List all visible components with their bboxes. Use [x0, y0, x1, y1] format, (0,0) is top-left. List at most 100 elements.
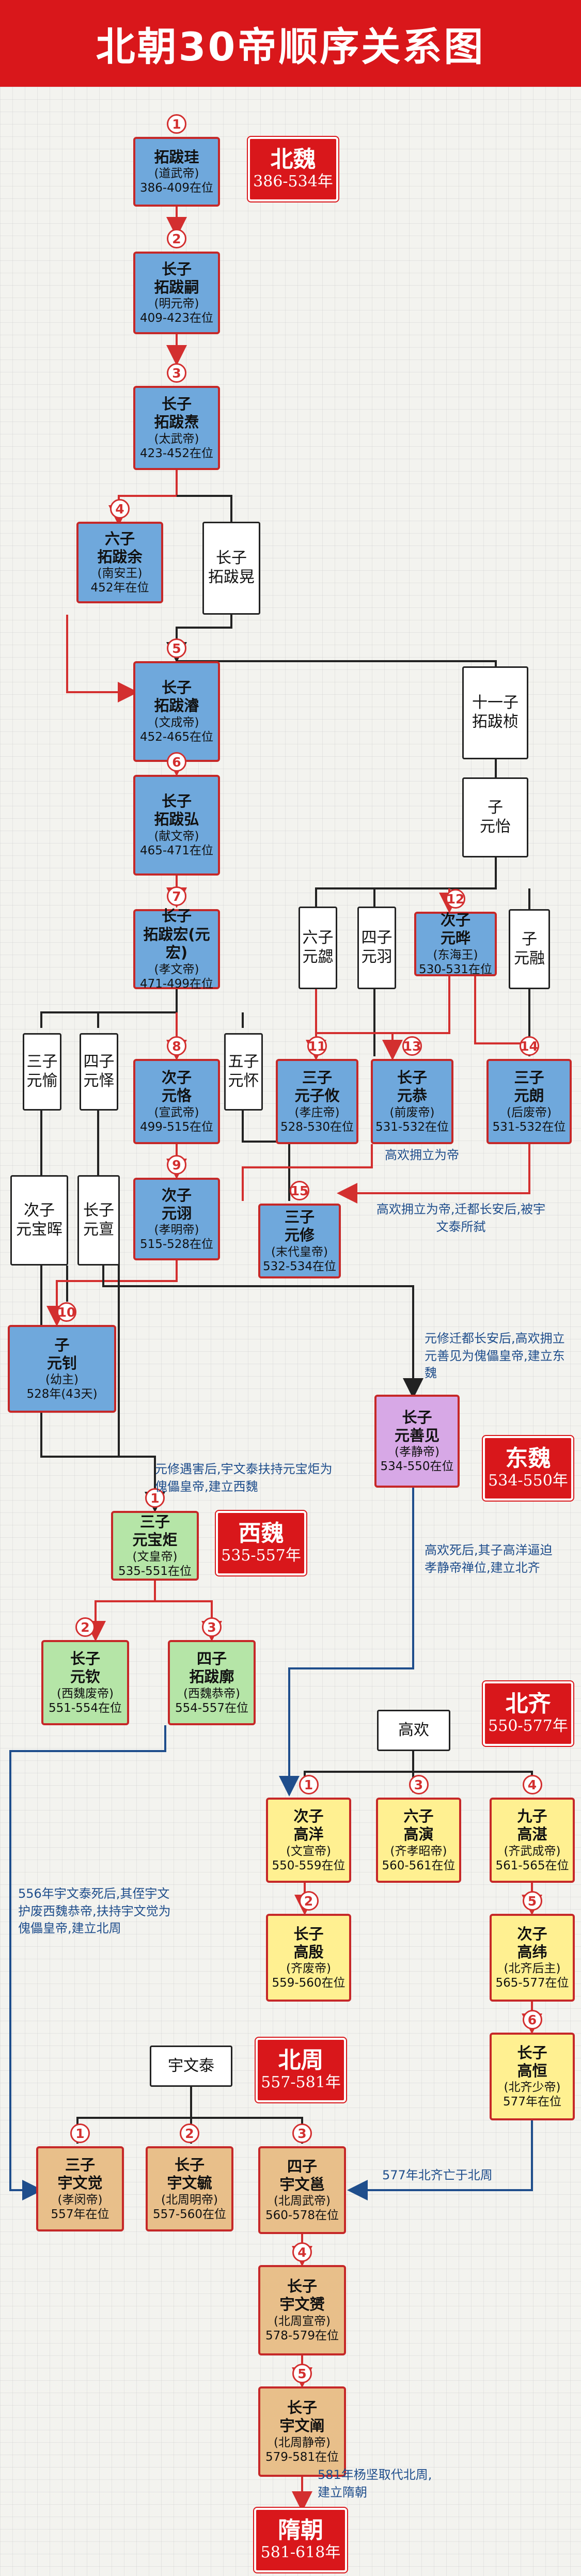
node-text-l4: 557年在位 — [51, 2207, 109, 2221]
node-text-l2: 元晔 — [440, 929, 470, 947]
node-text-l4: 452-465在位 — [139, 730, 214, 744]
emperor-node-gaohuan: 高欢 — [377, 1710, 450, 1751]
emperor-node-yuanhuai: 五子元怀 — [224, 1033, 263, 1111]
node-text-l3: (北周明帝) — [161, 2193, 218, 2207]
emperor-node-gaoyang: 次子高洋(文宣帝)550-559在位 — [266, 1798, 351, 1883]
node-text-l1: 长子 — [174, 2156, 205, 2174]
node-text-l3: (齐孝昭帝) — [390, 1844, 447, 1858]
node-text-l2: 元愉 — [26, 1072, 58, 1090]
node-text-l1: 子 — [522, 930, 537, 948]
node-text-l4: 471-499在位 — [139, 977, 214, 991]
node-text-l1: 四子 — [287, 2157, 317, 2175]
emperor-node-yuwenjue: 三子宇文觉(孝闵帝)557年在位 — [36, 2146, 124, 2231]
emperor-node-yuanbaoju: 三子元宝炬(文皇帝)535-551在位 — [111, 1511, 199, 1581]
node-text-l2: 元怿 — [83, 1072, 115, 1090]
node-text-l1: 长子 — [293, 1925, 324, 1943]
node-text-l3: (明元帝) — [154, 297, 199, 311]
node-text-l3: (孝静帝) — [395, 1445, 439, 1459]
node-text-l4: 452年在位 — [90, 581, 149, 595]
node-text-l4: 560-578在位 — [265, 2209, 339, 2223]
node-text-l4: 515-528在位 — [139, 1238, 214, 1252]
emperor-node-yuanke: 次子元恪(宣武帝)499-515在位 — [133, 1059, 220, 1144]
node-text-l1: 九子 — [517, 1807, 547, 1825]
node-text-l3: (齐废帝) — [286, 1962, 331, 1976]
node-text-l4: 531-532在位 — [492, 1120, 566, 1134]
node-text-l2: 高殷 — [293, 1943, 324, 1961]
node-text-l1: 四子 — [83, 1053, 115, 1071]
node-text-l4: 409-423在位 — [139, 311, 214, 325]
emperor-node-yuanxie: 六子元勰 — [299, 907, 337, 989]
note-gaohuan-yonglibuwei: 高欢拥立为帝 — [385, 1148, 459, 1162]
node-text-l2: 宇文毓 — [167, 2174, 212, 2192]
node-text-l1: 四子 — [361, 929, 392, 947]
node-text-l1: 高欢 — [398, 1721, 429, 1739]
order-number-badge: 4 — [292, 2242, 312, 2262]
emperor-node-tuobatao: 长子拓跋焘(太武帝)423-452在位 — [133, 386, 220, 470]
node-text-l2: 拓跋宏(元宏) — [143, 925, 210, 962]
node-text-l1: 宇文泰 — [168, 2056, 214, 2075]
node-text-l3: (幼主) — [45, 1373, 78, 1387]
emperor-node-tuobakuo: 四子拓跋廓(西魏恭帝)554-557在位 — [168, 1640, 256, 1725]
node-text-l3: (南安王) — [97, 567, 143, 581]
emperor-node-yuwenyong: 四子宇文邕(北周武帝)560-578在位 — [258, 2146, 346, 2234]
note-found-xiwei: 元修遇害后,宇文泰扶持元宝炬为傀儡皇帝,建立西魏 — [155, 1462, 333, 1494]
node-text-l1: 长子 — [517, 2043, 547, 2062]
emperor-node-yuwenyun: 长子宇文赟(北周宣帝)578-579在位 — [258, 2265, 346, 2355]
order-number-badge: 12 — [446, 889, 465, 909]
node-text-l2: 元恭 — [397, 1087, 427, 1105]
node-text-l3: (孝明帝) — [154, 1223, 199, 1237]
node-text-l3: (末代皇帝) — [271, 1245, 328, 1259]
node-text-l2: 宇文赟 — [279, 2296, 325, 2314]
emperor-node-gaozhan: 九子高湛(齐武成帝)561-565在位 — [490, 1798, 575, 1883]
node-text-l4: 532-534在位 — [262, 1259, 337, 1273]
node-text-l2: 元怀 — [228, 1072, 259, 1090]
order-number-badge: 4 — [110, 499, 130, 519]
node-text-l1: 十一子 — [472, 694, 519, 712]
order-number-badge: 5 — [522, 1891, 542, 1911]
node-text-l4: 499-515在位 — [139, 1120, 214, 1134]
note-found-beizhou: 556年宇文泰死后,其侄宇文护废西魏恭帝,扶持宇文觉为傀儡皇帝,建立北周 — [18, 1886, 171, 1936]
node-text-l2: 元宝炬 — [132, 1531, 178, 1549]
node-text-l2: 元善见 — [394, 1426, 439, 1444]
emperor-node-yuanshanjian: 长子元善见(孝静帝)534-550在位 — [374, 1395, 460, 1488]
note-beiqi-fell: 577年北齐亡于北周 — [382, 2168, 493, 2182]
node-text-l1: 长子 — [161, 395, 192, 413]
emperor-node-yuanyu: 三子元愉 — [23, 1033, 61, 1111]
node-text-l1: 长子 — [70, 1650, 100, 1668]
emperor-node-tuobayu: 六子拓跋余(南安王)452年在位 — [76, 522, 163, 603]
order-number-badge: 6 — [522, 2010, 542, 2029]
order-number-badge: 5 — [292, 2364, 312, 2383]
node-text-l2: 元羽 — [361, 948, 392, 966]
emperor-node-gaowei: 次子高纬(北齐后主)565-577在位 — [490, 1914, 575, 2002]
node-text-l2: 元钦 — [70, 1668, 100, 1686]
emperor-node-yuanhong: 长子拓跋宏(元宏)(孝文帝)471-499在位 — [133, 907, 220, 991]
node-text-l3: (道武帝) — [154, 167, 199, 181]
node-text-l4: 550-559在位 — [272, 1859, 346, 1872]
order-number-badge: 9 — [167, 1155, 186, 1175]
node-text-l2: 元融 — [514, 949, 545, 967]
node-text-l4: 557-560在位 — [152, 2207, 227, 2221]
node-text-l2: 元勰 — [302, 948, 334, 966]
node-text-l2: 元钊 — [46, 1354, 77, 1372]
node-text-l2: 元修 — [284, 1226, 315, 1244]
node-text-l1: 长子 — [83, 1201, 114, 1220]
emperor-node-yuanyi: 子元怡 — [462, 777, 528, 857]
emperor-node-yuwenyu: 长子宇文毓(北周明帝)557-560在位 — [146, 2146, 233, 2231]
order-number-badge: 2 — [167, 229, 186, 248]
node-text-l2: 拓跋桢 — [472, 713, 519, 731]
node-text-l4: 535-551在位 — [118, 1564, 192, 1578]
node-text-l3: (北齐后主) — [504, 1962, 561, 1976]
node-text-l1: 长子 — [161, 907, 192, 925]
node-text-l1: 长子 — [397, 1069, 427, 1087]
emperor-node-tuobahuang: 长子拓跋晃 — [202, 522, 260, 615]
node-text-l2: 拓跋晃 — [208, 568, 255, 586]
order-number-badge: 1 — [167, 114, 186, 134]
emperor-node-yuanxiu: 三子元修(末代皇帝)532-534在位 — [258, 1204, 341, 1278]
node-text-l4: 465-471在位 — [139, 844, 214, 857]
node-text-l1: 长子 — [161, 792, 192, 810]
emperor-node-yuanzhao: 子元钊(幼主)528年(43天) — [8, 1325, 116, 1413]
order-number-badge: 8 — [167, 1036, 186, 1056]
emperor-node-yuanlang: 三子元朗(后废帝)531-532在位 — [486, 1059, 572, 1144]
